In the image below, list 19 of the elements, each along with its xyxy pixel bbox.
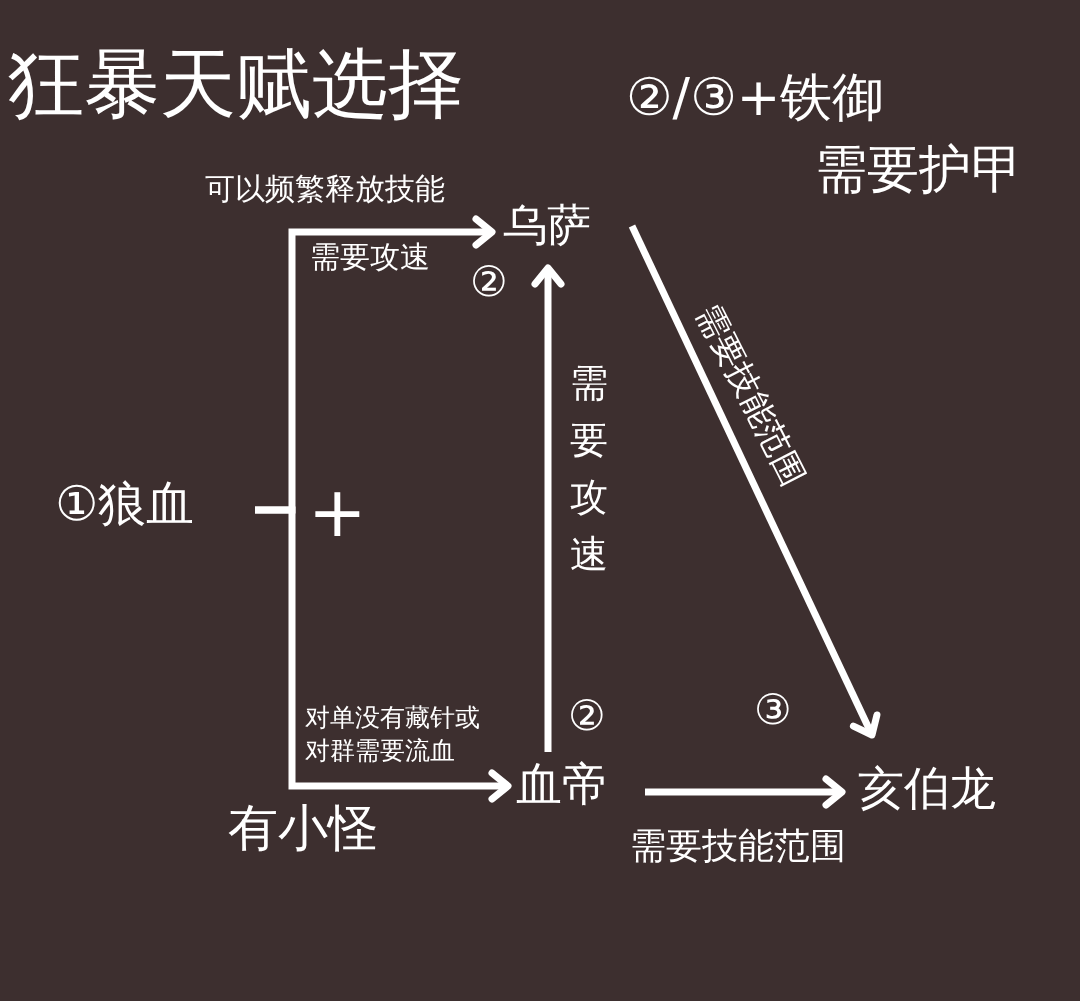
plus-sign: + bbox=[308, 472, 367, 553]
arrow bbox=[628, 224, 881, 739]
circled-number: ② bbox=[568, 692, 606, 741]
circled-number: ② bbox=[470, 258, 508, 307]
label: 需要攻速 bbox=[310, 240, 430, 275]
edge-label: 需要技能范围 bbox=[689, 298, 813, 492]
label: 有小怪 bbox=[228, 800, 378, 858]
edge-label: 需要攻速 bbox=[570, 360, 609, 578]
node-text: ①狼血 bbox=[55, 475, 195, 531]
label: ②/③+铁御 bbox=[626, 68, 885, 128]
node-text: 血帝 bbox=[516, 757, 608, 811]
label: 需要护甲 bbox=[815, 140, 1023, 200]
title: 狂暴天赋选择 bbox=[8, 40, 464, 128]
edge-label: 需要技能范围 bbox=[630, 825, 846, 867]
edge-label: 对单没有藏针或对群需要流血 bbox=[305, 702, 481, 767]
circled-number: ③ bbox=[754, 686, 792, 735]
node-text: 乌萨 bbox=[503, 199, 591, 250]
node-text: 亥伯龙 bbox=[858, 761, 996, 815]
edge-label: 可以频繁释放技能 bbox=[205, 172, 445, 207]
